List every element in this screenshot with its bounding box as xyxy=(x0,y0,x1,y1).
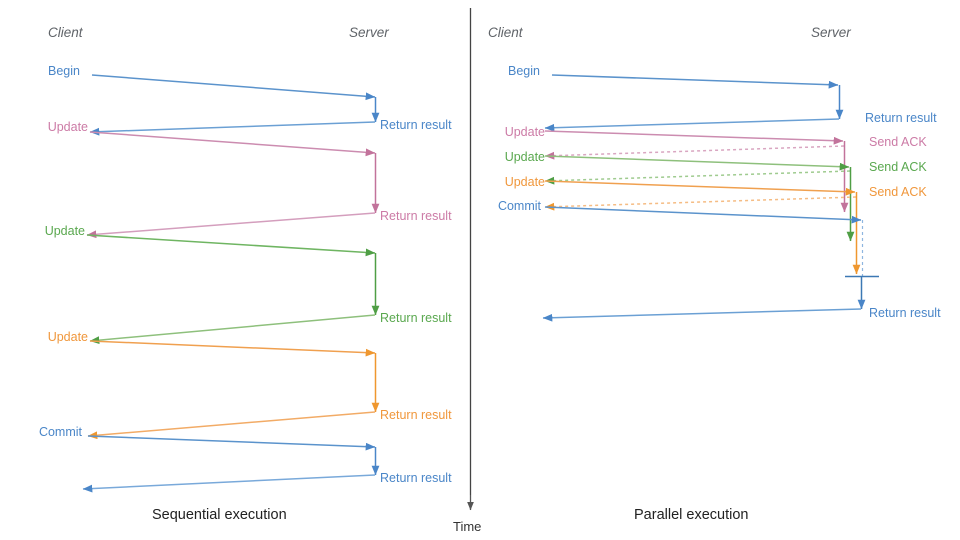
seq-client-label-update-3: Update xyxy=(47,330,88,344)
seq-update3-response xyxy=(87,411,376,440)
seq-update2-request xyxy=(86,234,376,257)
seq-commit-request xyxy=(87,435,376,451)
par-client-label-update-2: Update xyxy=(504,150,545,164)
seq-server-label-return-1: Return result xyxy=(380,118,452,132)
seq-server-label-return-2: Return result xyxy=(380,209,452,223)
par-client-label-update-3: Update xyxy=(504,175,545,189)
seq-client-label-begin: Begin xyxy=(48,64,80,78)
par-begin-response xyxy=(544,118,840,132)
seq-begin-request xyxy=(91,74,376,101)
seq-commit-response xyxy=(82,474,376,493)
par-commit-response xyxy=(542,308,862,322)
par-update2-ack xyxy=(544,170,851,185)
par-update1-ack xyxy=(544,145,845,160)
seq-server-header: Server xyxy=(349,25,389,40)
seq-server-label-return-3: Return result xyxy=(380,311,452,325)
par-client-label-update-1: Update xyxy=(504,125,545,139)
par-begin-request xyxy=(551,74,839,89)
seq-update2-response xyxy=(89,314,376,345)
seq-panel-caption: Sequential execution xyxy=(152,507,287,523)
seq-server-label-return-5: Return result xyxy=(380,471,452,485)
par-server-label-return-2: Return result xyxy=(869,306,941,320)
seq-update1-request xyxy=(89,131,376,157)
par-panel-caption: Parallel execution xyxy=(634,507,749,523)
par-commit-request xyxy=(544,206,862,224)
seq-begin-response xyxy=(89,121,376,136)
par-client-label-begin: Begin xyxy=(508,64,540,78)
par-server-label-ack-1: Send ACK xyxy=(869,135,927,149)
seq-client-label-update-2: Update xyxy=(44,224,85,238)
par-update3-request xyxy=(544,180,856,196)
par-update1-request xyxy=(544,130,844,145)
par-server-header: Server xyxy=(811,25,851,40)
seq-client-label-commit: Commit xyxy=(38,425,82,439)
par-server-label-return-1: Return result xyxy=(865,111,937,125)
par-client-header: Client xyxy=(488,25,523,40)
seq-update1-response xyxy=(86,212,376,239)
par-server-label-ack-3: Send ACK xyxy=(869,185,927,199)
seq-client-label-update-1: Update xyxy=(47,120,88,134)
par-server-label-ack-2: Send ACK xyxy=(869,160,927,174)
par-update3-ack xyxy=(544,196,857,211)
seq-server-label-return-4: Return result xyxy=(380,408,452,422)
time-axis-label: Time xyxy=(453,519,482,534)
seq-client-header: Client xyxy=(48,25,83,40)
seq-update3-request xyxy=(89,340,376,357)
par-update2-request xyxy=(544,155,850,171)
par-client-label-commit: Commit xyxy=(497,199,541,213)
